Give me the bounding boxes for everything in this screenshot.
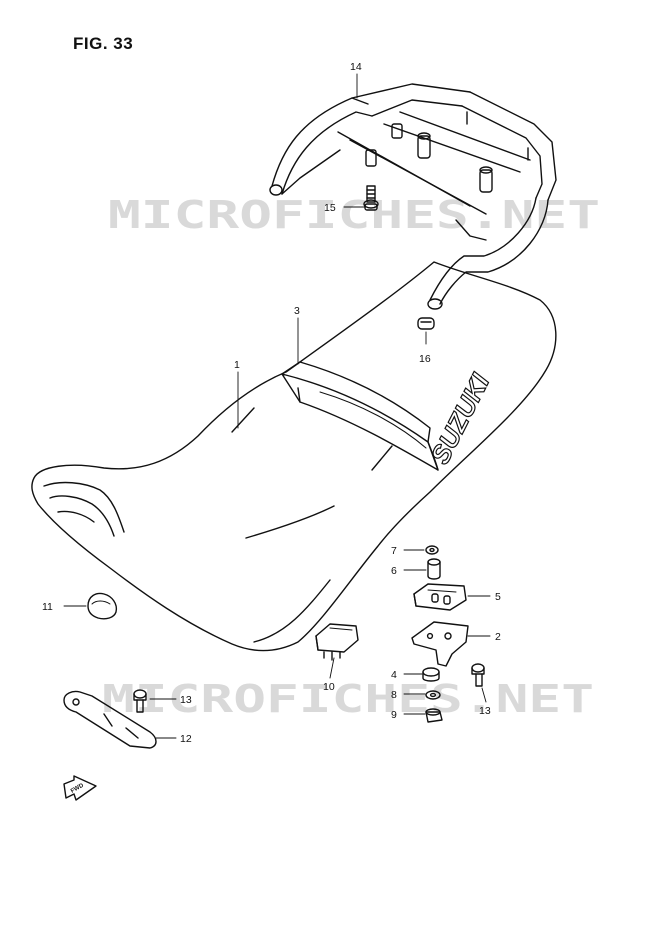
rear-carrier-rack [269,83,557,310]
bracket-2 [411,621,469,667]
callout-16: 16 [419,353,431,365]
callout-6: 6 [391,565,397,577]
callout-15: 15 [324,202,336,214]
nut-9 [425,708,443,723]
rubber-block-10 [315,623,359,661]
cushion-16 [417,317,435,330]
callout-4: 4 [391,669,397,681]
callout-5: 5 [495,591,501,603]
callout-3: 3 [294,305,300,317]
watermark-bottom: MICROFICHES.NET [102,677,594,721]
callout-12: 12 [180,733,192,745]
bolt-15 [363,185,379,211]
seat-1 [31,261,557,652]
callout-13-left: 13 [180,694,192,706]
callout-13-right: 13 [479,705,491,717]
damper-5 [413,583,467,611]
callout-2: 2 [495,631,501,643]
washer-7 [425,545,439,555]
callout-8: 8 [391,689,397,701]
figure-title: FIG. 33 [73,34,134,53]
fwd-arrow-icon [63,775,97,801]
washer-8 [425,690,441,700]
callout-10: 10 [323,681,335,693]
hook-bracket-12 [63,690,157,749]
callout-14: 14 [350,61,362,73]
callout-labels: 1 2 3 4 5 6 7 8 9 10 11 12 13 13 14 15 1… [42,61,501,745]
callout-11: 11 [42,601,53,613]
bolt-13-right [471,663,485,687]
suzuki-logo: SUZUKI [424,368,496,470]
bumper-11 [87,592,118,620]
leader-lines [63,73,491,739]
callout-7: 7 [391,545,397,557]
callout-9: 9 [391,709,397,721]
suzuki-logo-text: SUZUKI [425,368,496,469]
watermark-top: MICROFICHES.NET [108,193,600,237]
bolt-13-left [133,689,147,713]
callout-1: 1 [234,359,240,371]
collar-6 [427,558,441,580]
seat-strap-3 [281,361,439,471]
spacer-4 [422,667,440,682]
watermark-group: MICROFICHES.NET MICROFICHES.NET [102,193,600,721]
